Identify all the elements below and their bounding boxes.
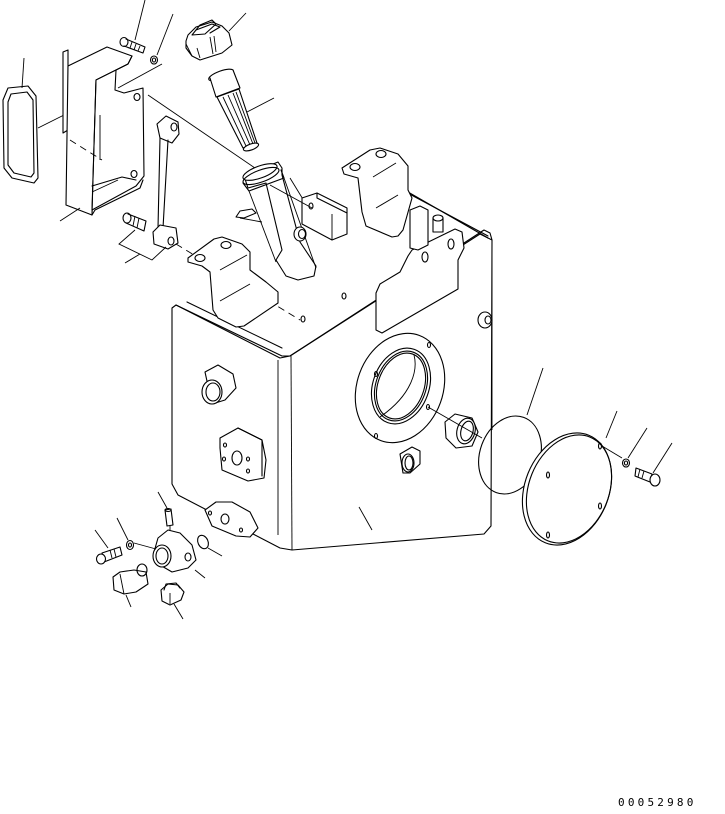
gasket-strainer-cover bbox=[3, 86, 38, 183]
leader-cover-bottom bbox=[60, 208, 80, 221]
leader-gasket bbox=[22, 58, 24, 88]
cover-bolt bbox=[120, 38, 145, 54]
leader-drain-bolt bbox=[95, 530, 108, 548]
strainer-cover bbox=[63, 47, 144, 215]
filler-neck bbox=[236, 160, 316, 280]
drain-plug bbox=[161, 583, 184, 605]
level-gauge-plate bbox=[376, 206, 464, 333]
filler-strainer bbox=[207, 67, 259, 153]
leader-side-cover bbox=[606, 411, 617, 438]
leader-cover-washer bbox=[157, 14, 173, 55]
tank-bracket-right bbox=[342, 148, 412, 237]
leader-bolt-right bbox=[653, 443, 672, 473]
tank-port-upper bbox=[202, 365, 236, 404]
side-cover bbox=[506, 419, 627, 558]
leader-tank bbox=[359, 507, 372, 530]
tank-side-opening bbox=[340, 321, 459, 456]
tank-port-lower bbox=[400, 447, 420, 473]
leader-drain-plug-left bbox=[126, 595, 131, 607]
leader-drain-plug bbox=[174, 604, 183, 619]
stay-bolt bbox=[123, 213, 146, 231]
guide-line bbox=[148, 95, 255, 168]
drain-plug-left bbox=[113, 564, 148, 594]
leader-o-ring bbox=[527, 368, 543, 415]
leader-drain-washer bbox=[117, 518, 128, 540]
leader-filler-cap bbox=[229, 13, 246, 31]
leader-drain-elbow bbox=[195, 570, 205, 578]
drain-pin bbox=[165, 509, 173, 546]
leader-drain-o-ring bbox=[208, 548, 222, 556]
breather-block bbox=[294, 193, 347, 241]
cover-washer bbox=[151, 56, 158, 64]
leader-cover-bolt bbox=[135, 0, 145, 40]
drain-plug-elbow bbox=[153, 530, 196, 572]
leader-washer-right bbox=[628, 428, 647, 458]
leader-drain-pin bbox=[158, 492, 167, 508]
cover-washer-right bbox=[623, 459, 630, 467]
leader-stay-bolt bbox=[119, 230, 166, 260]
tank-flange-block bbox=[220, 428, 266, 481]
filler-cap bbox=[186, 20, 232, 60]
drain-o-ring bbox=[196, 534, 211, 551]
leader-stay bbox=[125, 254, 140, 263]
cover-bolt-right bbox=[635, 468, 660, 486]
leader-filler-strainer bbox=[247, 98, 274, 112]
drain-flange bbox=[205, 502, 258, 537]
tank-bracket-left bbox=[188, 237, 278, 327]
drain-valve-washer bbox=[127, 541, 134, 550]
drain-valve-bolt bbox=[97, 547, 123, 564]
tank-port-right bbox=[445, 414, 478, 448]
tank-boss-right bbox=[478, 312, 492, 328]
figure-id-label: 00052980 bbox=[618, 796, 697, 809]
